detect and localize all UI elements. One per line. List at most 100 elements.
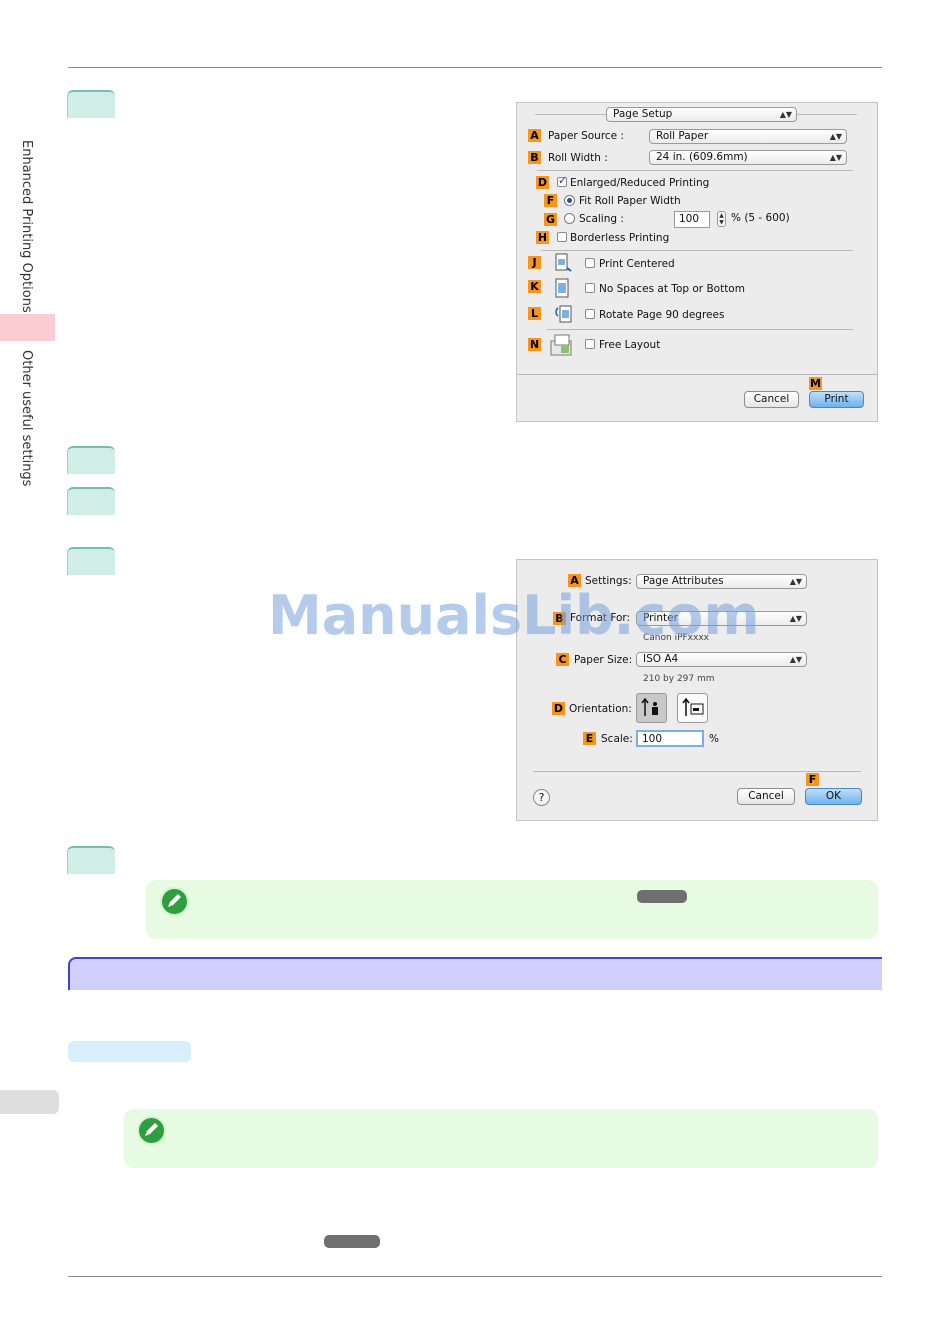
step-tab — [67, 446, 115, 474]
fit-roll-width-label: Fit Roll Paper Width — [579, 195, 681, 207]
cancel-button[interactable]: Cancel — [744, 391, 799, 408]
scaling-input[interactable]: 100 — [674, 211, 710, 228]
settings-select[interactable]: Page Attributes ▲▼ — [636, 574, 807, 589]
popup-arrows-icon: ▲▼ — [789, 655, 802, 664]
rotate-page-checkbox[interactable] — [585, 309, 595, 319]
separator — [517, 374, 877, 375]
settings-value: Page Attributes — [643, 575, 724, 587]
no-spaces-checkbox[interactable] — [585, 283, 595, 293]
scaling-radio[interactable] — [564, 213, 575, 224]
separator — [541, 250, 853, 251]
print-button[interactable]: Print — [809, 391, 864, 408]
format-for-select[interactable]: Printer ▲▼ — [636, 611, 807, 626]
paper-size-label: Paper Size: — [574, 654, 633, 666]
badge-n: N — [528, 338, 541, 351]
badge-a: A — [528, 129, 541, 142]
badge-h: H — [536, 231, 549, 244]
enlarged-printing-label: Enlarged/Reduced Printing — [570, 177, 710, 189]
badge-c: C — [556, 653, 569, 666]
rotate-page-label: Rotate Page 90 degrees — [599, 309, 725, 321]
badge-b: B — [553, 612, 566, 625]
rotate-page-icon — [555, 305, 572, 323]
side-nav-enhanced-printing[interactable]: Enhanced Printing Options — [19, 140, 34, 313]
print-centered-checkbox[interactable] — [585, 258, 595, 268]
scaling-range: % (5 - 600) — [731, 212, 790, 224]
orientation-label: Orientation: — [569, 703, 632, 715]
step-tab — [67, 547, 115, 575]
paper-source-value: Roll Paper — [656, 130, 709, 142]
badge-e: E — [583, 732, 596, 745]
badge-j: J — [528, 256, 541, 269]
badge-f: F — [806, 773, 819, 786]
reference-button[interactable] — [637, 890, 687, 903]
roll-width-select[interactable]: 24 in. (609.6mm) ▲▼ — [649, 150, 847, 165]
settings-label: Settings: — [585, 575, 632, 587]
subsection-tag — [68, 1041, 191, 1062]
badge-g: G — [544, 213, 557, 226]
roll-width-label: Roll Width : — [548, 152, 608, 164]
side-nav-active-tab — [0, 314, 55, 341]
step-tab — [67, 846, 115, 874]
no-spaces-icon — [555, 278, 569, 298]
side-nav-page-tab — [0, 1090, 59, 1114]
scale-input[interactable]: 100 — [636, 730, 704, 747]
enlarged-printing-checkbox[interactable] — [557, 174, 567, 187]
step-tab — [67, 487, 115, 515]
paper-size-select[interactable]: ISO A4 ▲▼ — [636, 652, 807, 667]
page-attributes-dialog: A Settings: Page Attributes ▲▼ B Format … — [516, 559, 878, 821]
landscape-orientation-button[interactable] — [677, 693, 708, 723]
popup-arrows-icon: ▲▼ — [829, 132, 842, 141]
format-for-printer-name: Canon iPFxxxx — [643, 633, 709, 643]
separator — [547, 329, 853, 330]
badge-m: M — [809, 377, 822, 390]
roll-width-value: 24 in. (609.6mm) — [656, 151, 748, 163]
free-layout-icon — [550, 334, 572, 356]
paper-size-dimensions: 210 by 297 mm — [643, 674, 715, 684]
separator — [533, 771, 861, 772]
fit-roll-width-radio[interactable] — [564, 195, 575, 206]
page-setup-menu-label: Page Setup — [613, 108, 673, 120]
borderless-label: Borderless Printing — [570, 232, 670, 244]
borderless-checkbox[interactable] — [557, 232, 567, 242]
pencil-note-icon — [137, 1116, 166, 1145]
page-setup-dialog: Page Setup ▲▼ A Paper Source : Roll Pape… — [516, 102, 878, 422]
watermark: ManualsLib.com — [268, 584, 760, 647]
badge-d: D — [536, 176, 549, 189]
paper-source-select[interactable]: Roll Paper ▲▼ — [649, 129, 847, 144]
badge-b: B — [528, 151, 541, 164]
badge-k: K — [528, 280, 541, 293]
paper-size-value: ISO A4 — [643, 653, 679, 665]
format-for-value: Printer — [643, 612, 678, 624]
step-tab — [67, 90, 115, 118]
ok-button[interactable]: OK — [805, 788, 862, 805]
no-spaces-label: No Spaces at Top or Bottom — [599, 283, 745, 295]
free-layout-checkbox[interactable] — [585, 339, 595, 349]
side-nav-other-settings[interactable]: Other useful settings — [19, 350, 34, 487]
print-centered-label: Print Centered — [599, 258, 675, 270]
portrait-orientation-button[interactable] — [636, 693, 667, 723]
bottom-rule — [68, 1276, 882, 1277]
page-setup-menu[interactable]: Page Setup ▲▼ — [606, 107, 797, 122]
popup-arrows-icon: ▲▼ — [789, 577, 802, 586]
reference-button[interactable] — [324, 1235, 380, 1248]
badge-l: L — [528, 307, 541, 320]
section-header — [68, 957, 882, 990]
note-box — [124, 1109, 878, 1168]
popup-arrows-icon: ▲▼ — [829, 153, 842, 162]
badge-f: F — [544, 194, 557, 207]
cancel-button[interactable]: Cancel — [737, 788, 795, 805]
scale-label: Scale: — [601, 733, 633, 745]
note-box — [146, 880, 878, 939]
landscape-icon — [682, 697, 704, 716]
top-rule — [68, 67, 882, 68]
free-layout-label: Free Layout — [599, 339, 661, 351]
scaling-label: Scaling : — [579, 213, 624, 225]
badge-d: D — [552, 702, 565, 715]
separator — [537, 170, 853, 171]
paper-source-label: Paper Source : — [548, 130, 625, 142]
badge-a: A — [568, 574, 581, 587]
pencil-note-icon — [160, 887, 189, 916]
popup-arrows-icon: ▲▼ — [789, 614, 802, 623]
scaling-stepper[interactable]: ▲▼ — [717, 211, 726, 227]
help-button[interactable]: ? — [533, 789, 550, 806]
